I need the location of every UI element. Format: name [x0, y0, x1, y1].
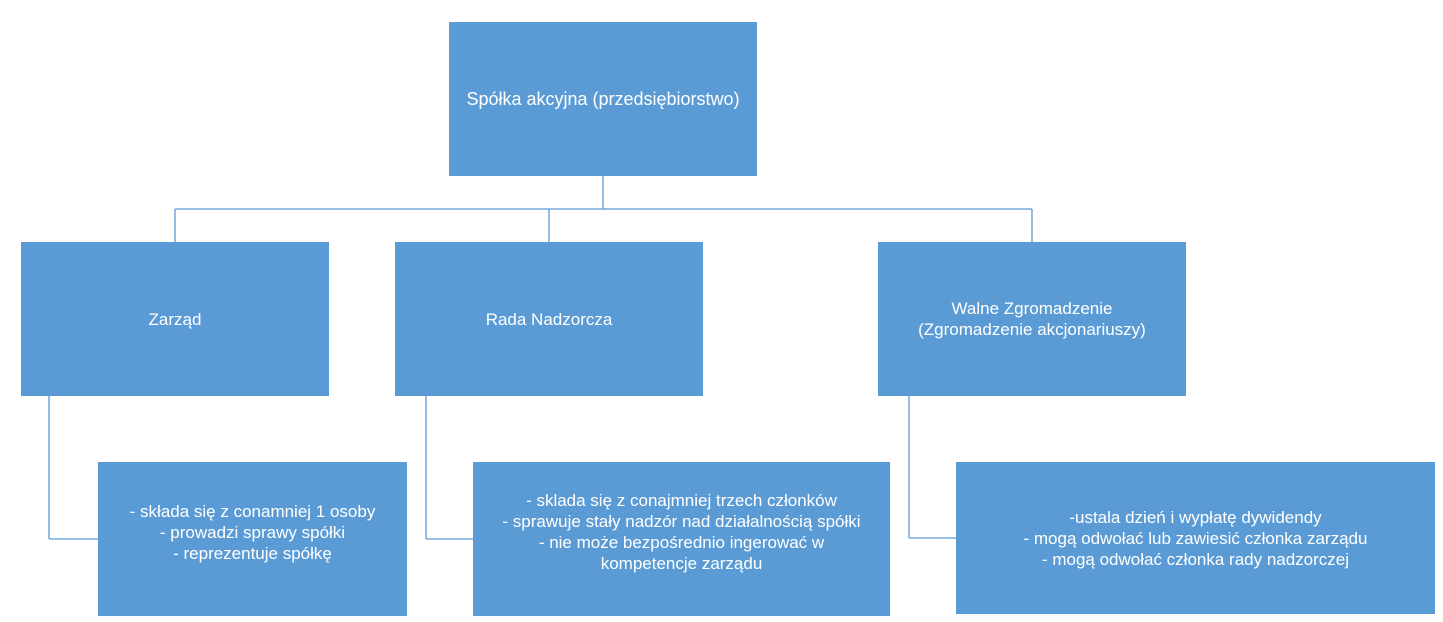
detail-item: -ustala dzień i wypłatę dywidendy [1069, 507, 1322, 527]
node-walne-label-line2: (Zgromadzenie akcjonariuszy) [918, 320, 1146, 339]
detail-box-zarzad: - składa się z conamniej 1 osoby - prowa… [98, 462, 407, 616]
detail-item: - mogą odwołać lub zawiesić członka zarz… [1023, 528, 1368, 548]
detail-box-rada-nadzorcza: - sklada się z conajmniej trzech członkó… [473, 462, 890, 616]
detail-item: - sklada się z conajmniej trzech członkó… [526, 491, 837, 510]
node-rada-nadzorcza: Rada Nadzorcza [395, 242, 703, 396]
root-node-label: Spółka akcyjna (przedsiębiorstwo) [466, 89, 740, 109]
detail-item: - prowadzi sprawy spółki [159, 522, 346, 542]
detail-item: - mogą odwołać członka rady nadzorczej [1041, 549, 1350, 569]
node-rada-label: Rada Nadzorcza [485, 309, 613, 329]
detail-item: - sprawuje stały nadzór nad działalności… [502, 512, 861, 531]
detail-item: kompetencje zarządu [600, 554, 763, 573]
node-zarzad: Zarząd [21, 242, 329, 396]
node-zarzad-label: Zarząd [148, 309, 202, 329]
node-walne-zgromadzenie: Walne Zgromadzenie (Zgromadzenie akcjona… [878, 242, 1186, 396]
root-node-company: Spółka akcyjna (przedsiębiorstwo) [449, 22, 757, 176]
detail-item: - nie może bezpośrednio ingerować w [538, 533, 825, 552]
detail-box-walne-zgromadzenie: -ustala dzień i wypłatę dywidendy - mogą… [956, 462, 1435, 614]
detail-item: - składa się z conamniej 1 osoby [129, 501, 376, 521]
detail-item: - reprezentuje spółkę [173, 543, 332, 563]
node-walne-label-line1: Walne Zgromadzenie [951, 299, 1113, 318]
